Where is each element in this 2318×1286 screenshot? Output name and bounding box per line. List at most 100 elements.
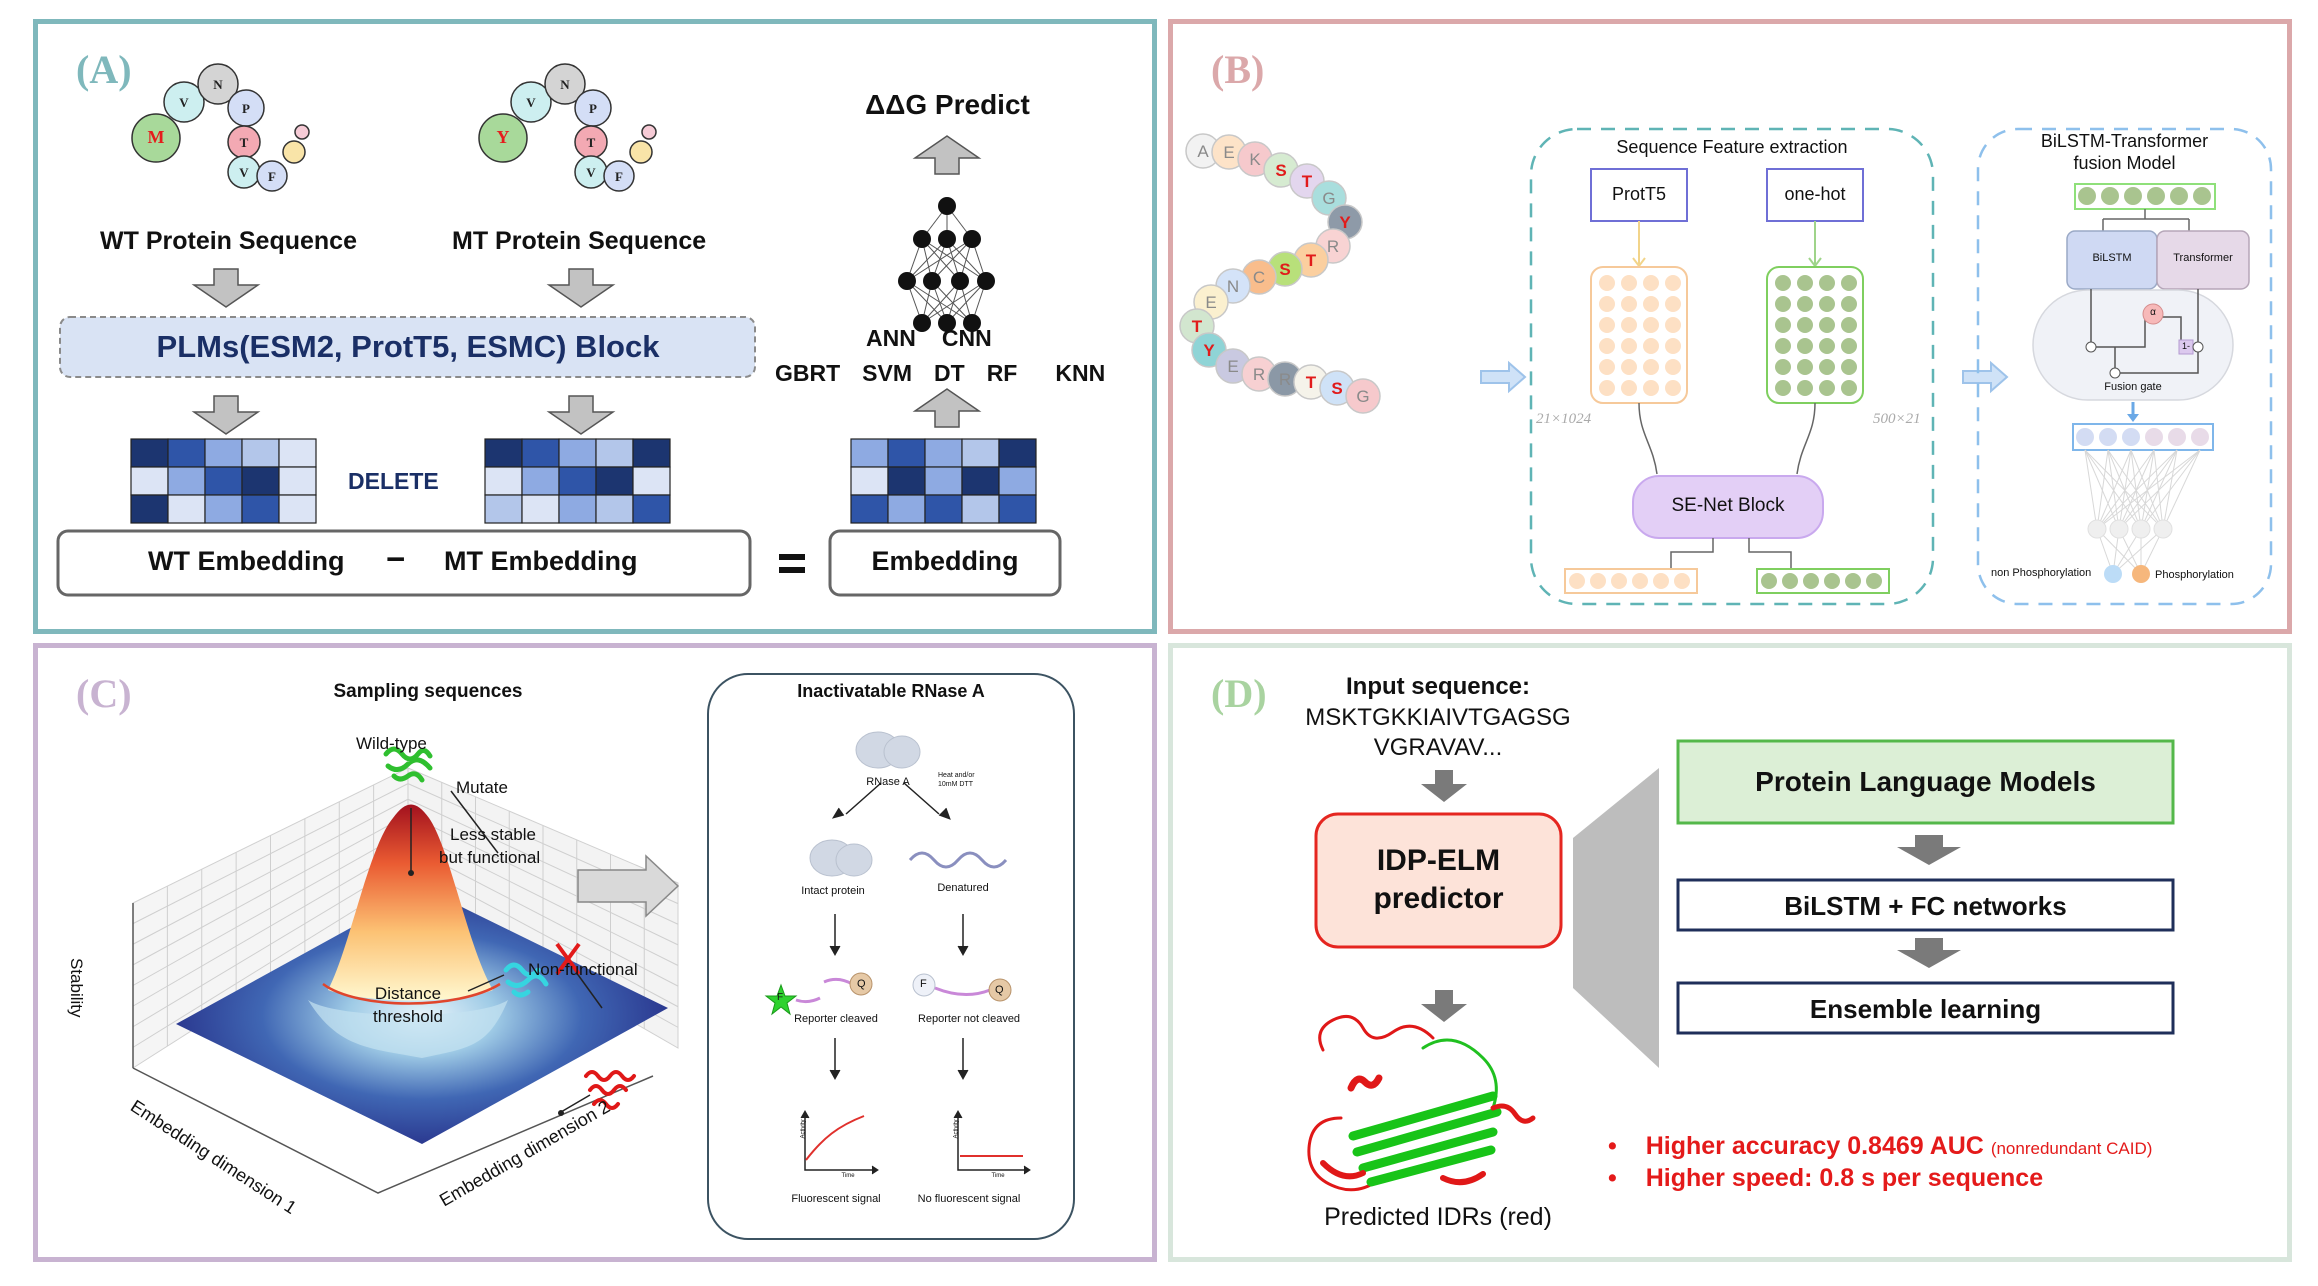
predictor-label-1: IDP-ELM: [1376, 844, 1501, 877]
quencher-icon: [988, 978, 1012, 1002]
matrix-dot: [1819, 296, 1835, 312]
embedding-cell: [595, 494, 634, 524]
ensemble-box: [1676, 981, 2175, 1035]
vector-dot: [2145, 428, 2163, 446]
matrix-dot: [1665, 296, 1681, 312]
matrix-dot: [1621, 380, 1637, 396]
matrix-dot: [1643, 296, 1659, 312]
onehot-dimension: 500×21: [1873, 411, 1921, 427]
bilstm-fc-box: [1676, 878, 2175, 932]
embedding-cell: [241, 494, 280, 524]
vector-dot: [1632, 573, 1648, 589]
model-label: RF: [986, 360, 1018, 386]
residue-letter: G: [1322, 189, 1335, 208]
embedding-cell: [961, 494, 1000, 524]
residue-bead: [603, 160, 635, 192]
embedding-cell: [204, 494, 243, 524]
stability-peak: [328, 804, 493, 1001]
residue-letter: S: [1279, 260, 1290, 279]
delete-label: DELETE: [348, 468, 439, 494]
vector-dot: [2147, 187, 2165, 205]
residue-letter: N: [560, 77, 570, 92]
plm-label: Protein Language Models: [1755, 766, 2096, 797]
embedding-cell: [521, 438, 560, 468]
residue-bead: [131, 113, 181, 163]
nn-node: [951, 272, 969, 290]
nn-node: [977, 272, 995, 290]
matrix-dot: [1841, 338, 1857, 354]
residue-letter: N: [213, 77, 223, 92]
axis-walls: [132, 767, 679, 1069]
embedding-cell: [278, 466, 317, 496]
embedding-cell: [632, 466, 671, 496]
vector-dot: [2099, 428, 2117, 446]
residue-letter: Y: [497, 127, 510, 147]
embedding-cell: [632, 494, 671, 524]
arrow-right-icon: [577, 854, 680, 918]
matrix-dot: [1599, 380, 1615, 396]
accuracy-line: • Higher accuracy 0.8469 AUC (nonredunda…: [1608, 1132, 2152, 1161]
residue-letter: P: [242, 101, 250, 116]
arrow-down-icon: [546, 395, 616, 435]
matrix-dot: [1621, 338, 1637, 354]
residue-bead: [1345, 378, 1381, 414]
activity-axis-label: Activity: [800, 1119, 807, 1139]
rnase-panel: [707, 673, 1075, 1240]
embedding-cell: [632, 438, 671, 468]
embedding-cell: [558, 438, 597, 468]
bilstm-fc-label: BiLSTM + FC networks: [1784, 891, 2067, 921]
residue-letter: R: [1253, 365, 1265, 384]
predicted-idr-structure-icon: [1307, 1014, 1536, 1192]
vector-dot: [2101, 187, 2119, 205]
fusion-model-box: [1976, 127, 2273, 606]
embedding-cell: [558, 466, 597, 496]
embedding-cell: [961, 438, 1000, 468]
model-label: SVM: [862, 360, 913, 386]
one-minus-label: 1-: [2181, 341, 2190, 351]
embedding-cell: [998, 494, 1037, 524]
embedding-label: Embedding: [871, 546, 1019, 576]
models-row-1: ANN CNN: [866, 325, 992, 352]
fluorescent-signal-label: Fluorescent signal: [791, 1193, 881, 1205]
matrix-dot: [1841, 359, 1857, 375]
residue-letter: F: [268, 169, 276, 184]
arrow-down-icon: [1421, 770, 1467, 802]
embedding-cell: [484, 494, 523, 524]
embedding-cell: [484, 466, 523, 496]
hidden-node: [2087, 519, 2107, 539]
matrix-dot: [1775, 296, 1791, 312]
prott5-box: [1590, 168, 1688, 222]
matrix-dot: [1643, 380, 1659, 396]
embedding-cell: [850, 438, 889, 468]
phosphorylation-node: [2132, 565, 2150, 583]
speed-line: • Higher speed: 0.8 s per sequence: [1608, 1164, 2043, 1193]
bullet: •: [1608, 1164, 1617, 1192]
less-stable-label-1: Less stable: [450, 825, 536, 844]
matrix-dot: [1643, 359, 1659, 375]
residue-letter: Y: [1339, 213, 1351, 232]
input-sequence-line-2: VGRAVAV...: [1373, 734, 1503, 761]
stability-axis-label: Stability: [67, 958, 86, 1018]
wt-embedding-grid: [130, 438, 317, 524]
bilstm-label: BiLSTM: [2092, 252, 2132, 264]
bullet: •: [1608, 1132, 1617, 1160]
embedding-cell: [278, 494, 317, 524]
plm-block-label: PLMs(ESM2, ProtT5, ESMC) Block: [156, 329, 660, 364]
reporter-cleaved-label: Reporter cleaved: [794, 1013, 878, 1025]
matrix-dot: [1665, 317, 1681, 333]
matrix-dot: [1621, 317, 1637, 333]
hidden-node: [2153, 519, 2173, 539]
activity-axis-label: Activity: [953, 1119, 960, 1139]
distance-threshold-label-1: Distance: [374, 984, 442, 1003]
distance-threshold-label-2: threshold: [373, 1007, 443, 1026]
embedding-cell: [887, 494, 926, 524]
model-label: DT: [934, 360, 965, 386]
embedding-cell: [130, 438, 169, 468]
non-phosphorylation-label: non Phosphorylation: [1991, 567, 2092, 579]
wt-embedding-label: WT Embedding: [148, 546, 345, 576]
activity-curve-rising: [805, 1115, 865, 1161]
residue-letter: Y: [1203, 341, 1215, 360]
minus-sign: −: [386, 540, 406, 577]
fusion-title-line-2: fusion Model: [2073, 153, 2176, 173]
